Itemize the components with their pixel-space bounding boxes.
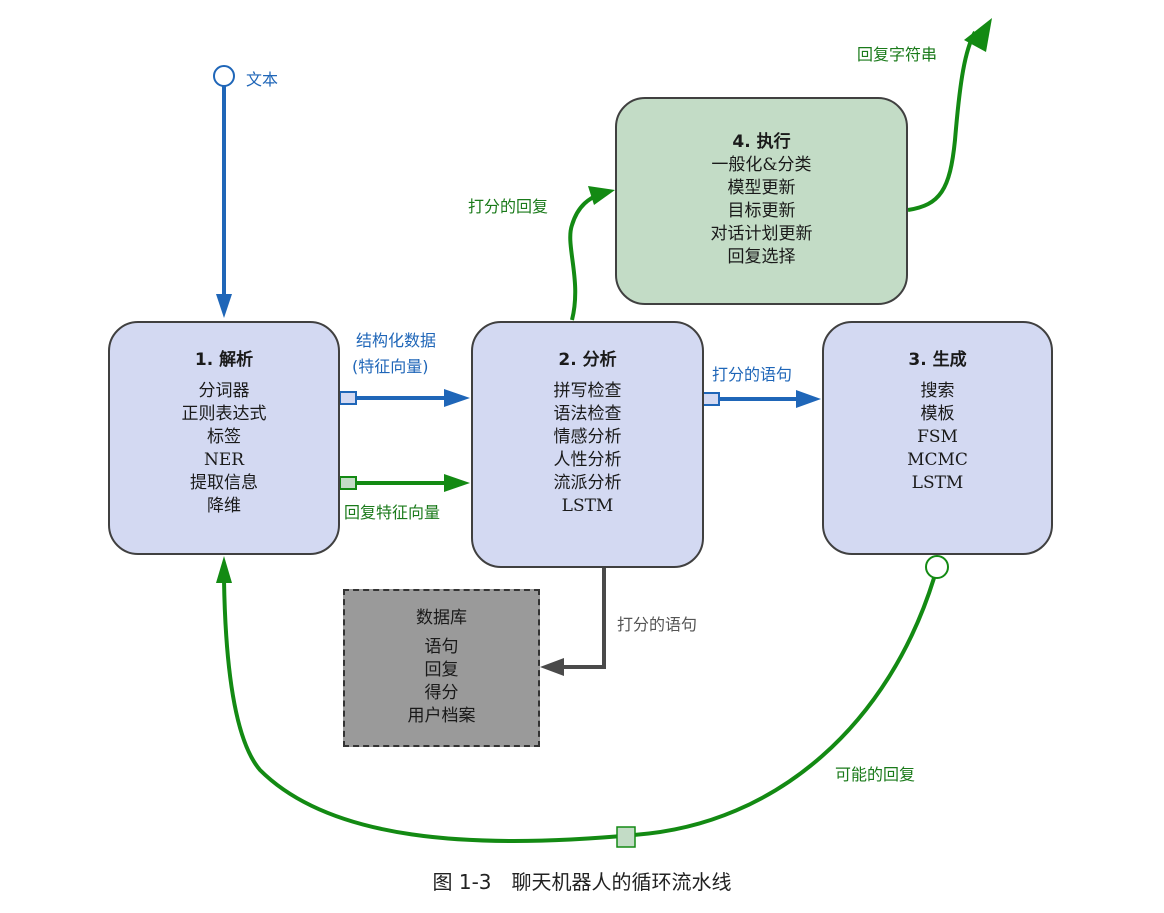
stage-parse-item: 降维 (207, 496, 241, 516)
label-feature-vector: (特征向量) (352, 357, 429, 376)
stage-analyze-item: 情感分析 (553, 427, 622, 447)
edge-scored-responses (568, 192, 601, 321)
database-item: 用户档案 (407, 706, 476, 726)
database-item: 得分 (424, 683, 459, 703)
edge-response-feature-vector-arrowhead (444, 474, 470, 492)
edge-response-string (907, 31, 977, 212)
edge-possible-responses-arrowhead (216, 556, 232, 583)
stage-execute-item: 一般化&分类 (711, 155, 812, 175)
stage-parse-item: NER (203, 450, 245, 470)
label-scored-statements-db: 打分的语句 (617, 615, 698, 634)
stage-parse[interactable]: 1. 解析 分词器 正则表达式 标签 NER 提取信息 降维 (108, 321, 340, 555)
loop-start-circle-icon (925, 555, 949, 579)
port-square-blue-icon (339, 391, 357, 405)
port-square-green-icon (339, 476, 357, 490)
figure-caption: 图 1-3 聊天机器人的循环流水线 (432, 870, 732, 894)
stage-generate-item: MCMC (907, 450, 968, 470)
stage-generate[interactable]: 3. 生成 搜索 模板 FSM MCMC LSTM (822, 321, 1053, 555)
stage-parse-item: 分词器 (198, 381, 250, 401)
stage-analyze-item: 人性分析 (553, 450, 622, 470)
stage-analyze-item: 流派分析 (553, 473, 622, 493)
stage-execute-title: 4. 执行 (732, 132, 791, 152)
edge-analyze-to-database-arrowhead (540, 658, 564, 676)
label-input-text: 文本 (246, 70, 279, 89)
stage-execute-item: 目标更新 (727, 201, 796, 221)
stage-execute-item: 回复选择 (727, 247, 796, 267)
stage-parse-title: 1. 解析 (194, 350, 254, 370)
label-response-feature-vector: 回复特征向量 (344, 503, 441, 522)
edge-analyze-to-database (560, 567, 606, 669)
database-item: 语句 (424, 637, 459, 657)
label-possible-responses: 可能的回复 (835, 765, 916, 784)
stage-generate-title: 3. 生成 (908, 350, 967, 370)
stage-parse-item: 标签 (207, 427, 241, 447)
edge-scored-responses-arrowhead (588, 186, 615, 205)
stage-generate-item: 搜索 (920, 381, 955, 401)
stage-generate-item: 模板 (920, 404, 955, 424)
edge-response-string-arrowhead (964, 18, 992, 52)
label-scored-responses: 打分的回复 (468, 197, 549, 216)
edge-analyze-to-generate-arrowhead (796, 390, 821, 408)
input-start-circle-icon (213, 65, 235, 87)
database-item: 回复 (424, 660, 459, 680)
label-structured-data: 结构化数据 (356, 331, 437, 350)
stage-analyze-item: LSTM (561, 496, 614, 516)
stage-analyze-item: 语法检查 (553, 404, 622, 424)
port-square-blue-icon (702, 392, 720, 406)
loop-port-square-green-icon (616, 826, 636, 848)
stage-analyze-item: 拼写检查 (553, 381, 622, 401)
stage-execute[interactable]: 4. 执行 一般化&分类 模型更新 目标更新 对话计划更新 回复选择 (615, 97, 908, 305)
stage-execute-item: 对话计划更新 (710, 224, 813, 244)
label-scored-statements-generate: 打分的语句 (712, 365, 793, 384)
label-response-string: 回复字符串 (857, 45, 938, 64)
database-title: 数据库 (416, 608, 467, 628)
edge-parse-to-analyze-arrowhead (444, 389, 470, 407)
stage-generate-item: FSM (917, 427, 958, 447)
stage-execute-item: 模型更新 (727, 178, 796, 198)
stage-analyze-title: 2. 分析 (558, 350, 617, 370)
edge-possible-responses (222, 577, 936, 843)
edge-text-arrowhead (216, 294, 232, 318)
stage-parse-item: 正则表达式 (181, 404, 267, 424)
stage-parse-item: 提取信息 (190, 473, 258, 493)
stage-analyze[interactable]: 2. 分析 拼写检查 语法检查 情感分析 人性分析 流派分析 LSTM (471, 321, 704, 568)
stage-generate-item: LSTM (911, 473, 964, 493)
database-store[interactable]: 数据库 语句 回复 得分 用户档案 (343, 589, 540, 747)
